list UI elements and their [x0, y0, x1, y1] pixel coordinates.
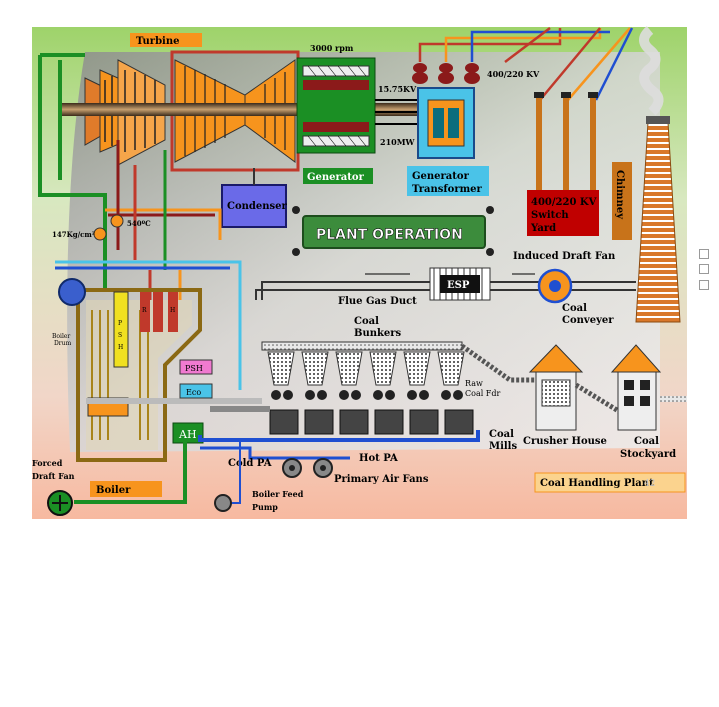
inner-panel: [67, 52, 660, 452]
psh-label: PSH: [185, 364, 203, 373]
coal-bunkers-label-1: Coal: [354, 316, 379, 327]
boiler-drum-label-2: Drum: [54, 340, 72, 347]
psh-letter-s: S: [118, 332, 122, 339]
coal-handling-plant-box: [534, 472, 686, 493]
eco-box: [179, 383, 213, 399]
switch-yard-label-2: Switch: [531, 210, 569, 221]
pressure-label: 147Kg/cm²: [52, 230, 95, 239]
h-letter: H: [170, 307, 175, 314]
coal-bunker-gallery: [261, 341, 463, 351]
condenser-label: Condenser: [227, 201, 288, 212]
nav-box-1[interactable]: [699, 249, 709, 259]
generator-label-box: [303, 168, 373, 184]
cold-pa-duct: [200, 446, 350, 460]
generator: [296, 57, 376, 154]
boiler-label-box: [90, 481, 162, 497]
cold-pa-label: Cold PA: [228, 458, 272, 469]
fdf-label-2: Draft Fan: [32, 471, 75, 481]
boiler-drum-label-1: Boiler: [52, 333, 70, 340]
feedwater-pipe: [230, 440, 241, 504]
gen-busbar: [375, 99, 418, 125]
coal-stockyard-label-2: Stockyard: [620, 449, 676, 460]
hot-pa-duct: [198, 430, 480, 442]
coal-bunkers-label-2: Bunkers: [354, 328, 402, 339]
coal-conveyer-label-1: Coal: [562, 303, 587, 314]
psh-box: [179, 359, 213, 375]
transformer-label-box: [407, 166, 489, 196]
line-voltage-label: 400/220 KV: [487, 69, 540, 79]
transformer-label-1: Generator: [412, 171, 470, 182]
eco-label: Eco: [186, 388, 201, 397]
gen-voltage-label: 15.75KV: [378, 84, 417, 94]
stockyard-belt: [660, 396, 687, 402]
slide-number: 42: [644, 479, 655, 489]
switch-yard-box: [527, 190, 599, 236]
temp-gauge: [110, 214, 124, 228]
crusher-house-label: Crusher House: [523, 436, 607, 447]
raw-coal-fdr-label-1: Raw: [465, 379, 483, 388]
coal-mills-label-2: Mills: [489, 441, 517, 452]
transformer-label-2: Transformer: [412, 184, 483, 195]
coal-conveyer-lower: [574, 382, 627, 418]
chimney-label: Chimney: [614, 170, 625, 220]
boiler-label: Boiler: [96, 485, 131, 496]
flue-gas-duct-label: Flue Gas Duct: [338, 296, 417, 307]
boiler-drum: [58, 278, 86, 306]
boiler: [76, 288, 262, 462]
fd-air-duct: [74, 440, 187, 504]
plant-operation-title: PLANT OPERATION: [316, 227, 463, 243]
turbine-label: Turbine: [136, 36, 180, 47]
coal-bunkers: [267, 351, 465, 386]
fdf-label-1: Forced: [32, 458, 63, 468]
condenser: [221, 184, 287, 228]
coal-feeders: [271, 390, 463, 400]
boiler-feed-pump: [214, 494, 232, 512]
plant-operation-banner: [302, 215, 486, 249]
coal-mills: [269, 409, 474, 435]
psh-letter-h: H: [118, 344, 123, 351]
rh-letter: R: [142, 307, 147, 314]
psh-letter-p: P: [118, 320, 122, 327]
primary-air-fans-label: Primary Air Fans: [334, 474, 429, 485]
coal-conveyer-label-2: Conveyer: [562, 315, 614, 326]
nav-box-2[interactable]: [699, 264, 709, 274]
coal-pipe: [210, 406, 270, 412]
pressure-gauge: [93, 227, 107, 241]
ah-label: AH: [178, 428, 197, 441]
coal-stockyard-label-1: Coal: [634, 436, 659, 447]
coal-handling-plant-label: Coal Handling Plant: [540, 478, 654, 489]
ah-box: [172, 422, 204, 444]
generator-label: Generator: [307, 172, 365, 183]
chimney-label-box: [612, 162, 632, 240]
esp-label-box: [440, 275, 480, 293]
primary-air-fans: [282, 458, 333, 478]
transmission-lines: [418, 27, 634, 101]
esp-label: ESP: [447, 280, 470, 291]
steam-pipes: [38, 53, 242, 390]
coal-stockyard: [610, 344, 662, 431]
switch-yard-label-1: 400/220 KV: [531, 197, 597, 208]
switch-yard-label-3: Yard: [530, 223, 556, 234]
temperature-label: 540ºC: [127, 219, 151, 228]
switch-yard-poles: [534, 92, 598, 195]
rpm-label: 3000 rpm: [310, 43, 354, 53]
bfp-label-1: Boiler Feed: [252, 489, 304, 499]
nav-box-3[interactable]: [699, 280, 709, 290]
idf-label: Induced Draft Fan: [513, 251, 616, 262]
power-label: 210MW: [380, 137, 416, 147]
turbine-shaft: [60, 103, 460, 116]
crusher-house: [528, 344, 584, 431]
turbine-label-box: [130, 33, 202, 47]
raw-coal-fdr-label-2: Coal Fdr: [465, 389, 500, 398]
hot-pa-label: Hot PA: [359, 453, 398, 464]
generator-transformer: [412, 63, 480, 159]
chimney: [635, 26, 681, 323]
coal-mills-label-1: Coal: [489, 429, 514, 440]
bfp-label-2: Pump: [252, 502, 278, 512]
